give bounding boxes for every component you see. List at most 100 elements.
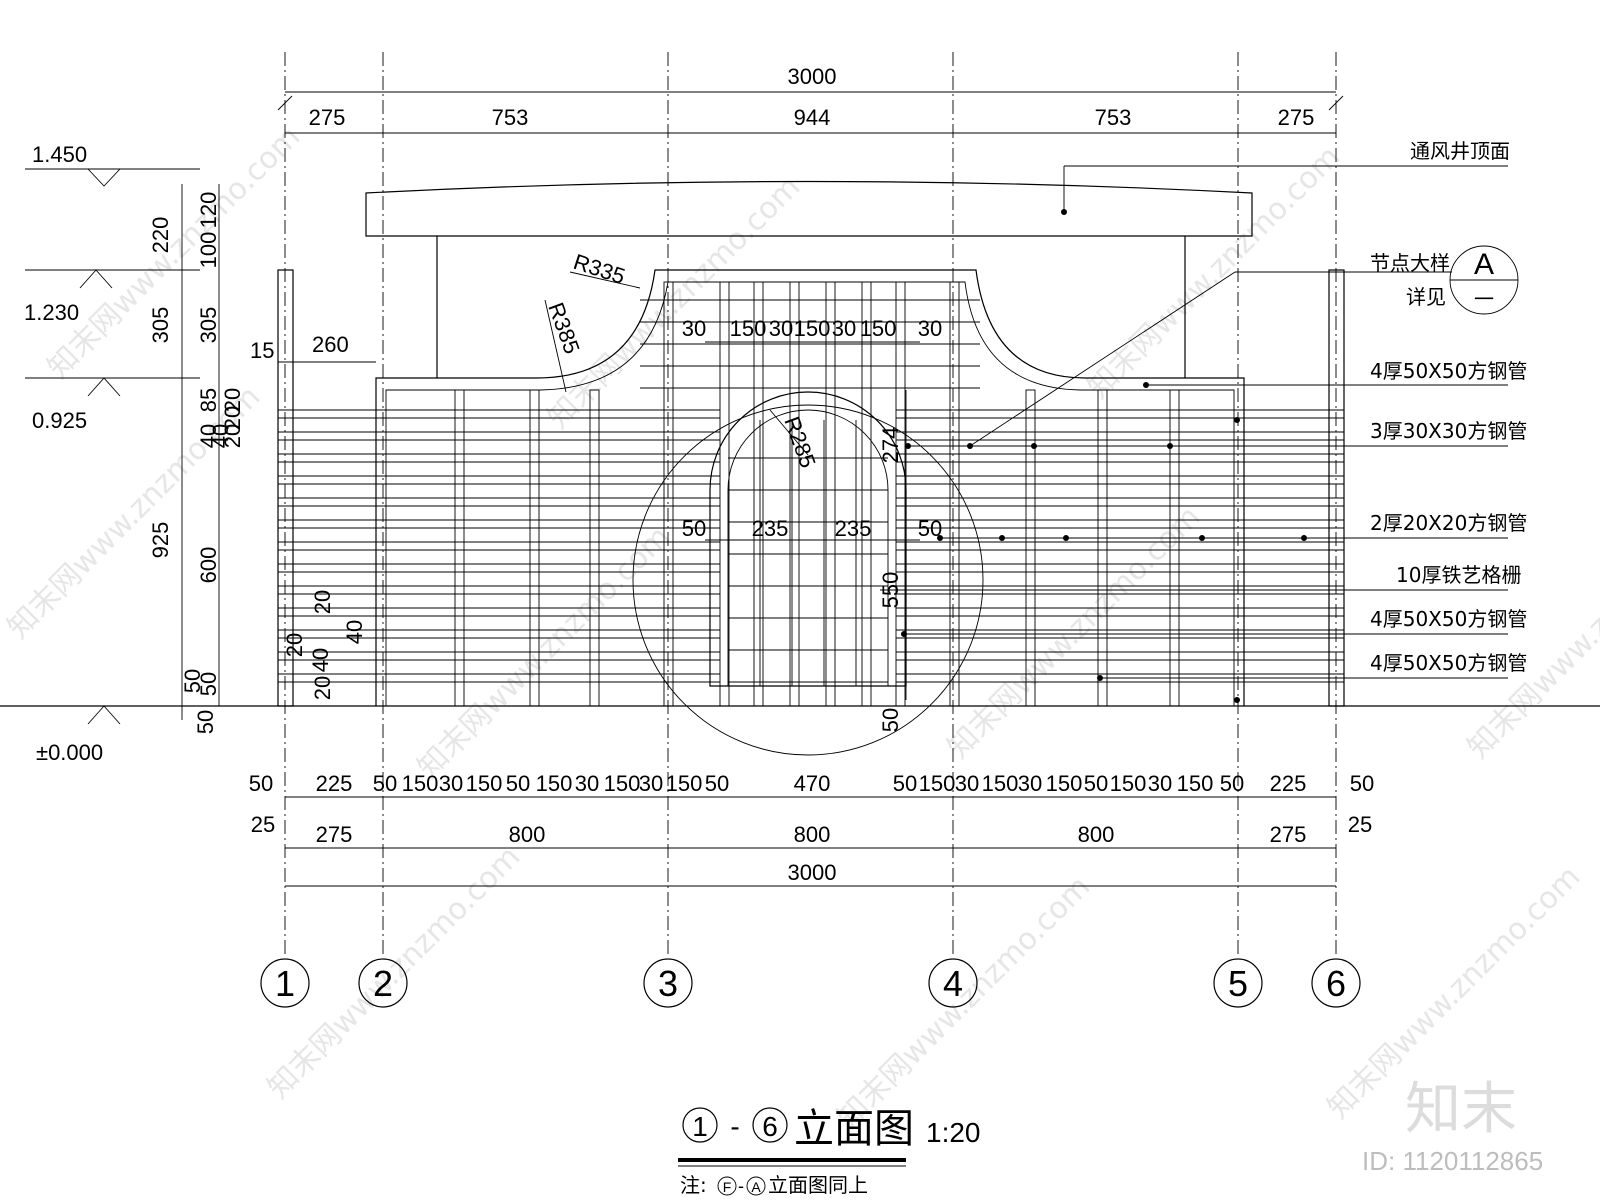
watermark-text: 知末网www.znzmo.com bbox=[411, 519, 677, 785]
bottom-row1-dim: 50 bbox=[893, 771, 917, 796]
note: 注: F - A 立面图同上 bbox=[680, 1173, 868, 1197]
radius-dim: R385 bbox=[543, 299, 584, 357]
top-dim-seg: 753 bbox=[1095, 105, 1132, 130]
left-small-dim: 40 bbox=[308, 648, 333, 672]
bottom-row1-dim: 30 bbox=[639, 771, 663, 796]
axis-label: 6 bbox=[1326, 963, 1346, 1004]
bottom-row1-dim: 50 bbox=[249, 771, 273, 796]
vertical-bar bbox=[949, 281, 960, 707]
top-dim-seg: 275 bbox=[309, 105, 346, 130]
end-post-left bbox=[277, 269, 294, 707]
watermark-text: 知末网www.znzmo.com bbox=[1461, 499, 1600, 765]
axis-label: 1 bbox=[275, 963, 295, 1004]
top-slat-dim: 30 bbox=[769, 316, 793, 341]
left-dimensions: 220 305 925 50 50 120 100 305 85 40 40 2… bbox=[148, 184, 367, 734]
left-dim: 85 bbox=[196, 388, 221, 412]
top-dim-seg: 275 bbox=[1278, 105, 1315, 130]
left-dim: 100 bbox=[196, 232, 221, 269]
callout-top-surface: 通风井顶面 bbox=[1410, 139, 1510, 163]
bottom-row1-dim: 50 bbox=[1084, 771, 1108, 796]
side-width-dim: 260 bbox=[312, 332, 349, 357]
vertical-bar bbox=[589, 389, 600, 707]
horizontal-slats bbox=[278, 299, 1344, 683]
door-grille bbox=[728, 420, 888, 686]
note-prefix: 注: bbox=[680, 1173, 707, 1197]
bottom-row1-dim: 150 bbox=[1110, 771, 1147, 796]
level-markers: 1.450 1.230 0.925 ±0.000 bbox=[24, 142, 200, 765]
brand-logo: 知末 bbox=[1405, 1077, 1517, 1142]
note-dash: - bbox=[738, 1176, 744, 1196]
callouts: 通风井顶面 节点大样 详见 A 一 4厚50X50方钢管 3厚30X30方钢管 … bbox=[880, 139, 1527, 703]
vertical-bar bbox=[1025, 389, 1036, 707]
level-label: 0.925 bbox=[32, 408, 87, 433]
radius-dim: R285 bbox=[779, 413, 820, 471]
bottom-row2-dim: 275 bbox=[1270, 822, 1307, 847]
vertical-bar bbox=[789, 281, 800, 707]
detail-symbol-sheet: 一 bbox=[1474, 287, 1494, 311]
bottom-row1-dim: 150 bbox=[466, 771, 503, 796]
vertical-bar bbox=[861, 281, 872, 707]
top-dim-seg: 753 bbox=[492, 105, 529, 130]
callout-pipe-e: 4厚50X50方钢管 bbox=[1370, 651, 1527, 675]
left-dim: 50 bbox=[180, 669, 205, 693]
bottom-row1-dim: 50 bbox=[506, 771, 530, 796]
axis-label: 2 bbox=[373, 963, 393, 1004]
left-dim: 120 bbox=[196, 192, 221, 229]
bottom-row1-dim: 150 bbox=[919, 771, 956, 796]
door-dim: 235 bbox=[752, 516, 789, 541]
callout-grille: 10厚铁艺格栅 bbox=[1396, 563, 1521, 587]
bottom-overall-dim: 3000 bbox=[788, 860, 837, 885]
vertical-bar bbox=[454, 389, 465, 707]
vertical-bar bbox=[825, 281, 836, 707]
top-dim-seg: 944 bbox=[794, 105, 831, 130]
bottom-row1-dim: 30 bbox=[439, 771, 463, 796]
main-panel-outline bbox=[375, 269, 1245, 706]
bottom-row2-dim: 800 bbox=[509, 822, 546, 847]
level-label: ±0.000 bbox=[36, 740, 103, 765]
bottom-row1-dim: 50 bbox=[1350, 771, 1374, 796]
bottom-row1-dim: 225 bbox=[316, 771, 353, 796]
note-from: F bbox=[723, 1179, 732, 1195]
bottom-row1-dim: 30 bbox=[955, 771, 979, 796]
left-dim: 305 bbox=[148, 307, 173, 344]
bottom-row1-dim: 30 bbox=[575, 771, 599, 796]
bottom-row2-dim: 800 bbox=[794, 822, 831, 847]
bottom-row1-dim: 150 bbox=[604, 771, 641, 796]
axis-label: 3 bbox=[658, 963, 678, 1004]
callout-pipe-c: 2厚20X20方钢管 bbox=[1370, 511, 1527, 535]
detail-symbol-id: A bbox=[1474, 248, 1494, 281]
top-overall-dim: 3000 bbox=[788, 64, 837, 89]
left-small-dim: 20 bbox=[310, 676, 335, 700]
bottom-row1-dim: 50 bbox=[373, 771, 397, 796]
vertical-bar bbox=[719, 281, 730, 707]
axis-bubble bbox=[358, 958, 408, 1008]
watermark-text: 知末网www.znzmo.com bbox=[261, 839, 527, 1105]
axis-label: 4 bbox=[943, 963, 963, 1004]
left-dim: 50 bbox=[193, 710, 218, 734]
left-dim: 20 bbox=[220, 406, 245, 430]
callout-detail-line1: 节点大样 bbox=[1370, 251, 1450, 275]
axis-label: 5 bbox=[1228, 963, 1248, 1004]
title-scale: 1:20 bbox=[926, 1117, 981, 1148]
bottom-row1-dim: 30 bbox=[1018, 771, 1042, 796]
bottom-row1-dim: 150 bbox=[666, 771, 703, 796]
roof-cap bbox=[365, 180, 1253, 237]
axis-bubble bbox=[928, 958, 978, 1008]
watermark-text: 知末网www.znzmo.com bbox=[941, 499, 1207, 765]
top-slat-dim: 30 bbox=[918, 316, 942, 341]
level-label: 1.450 bbox=[32, 142, 87, 167]
axis-bubble bbox=[1213, 958, 1263, 1008]
watermark-text: 知末网www.znzmo.com bbox=[831, 869, 1097, 1135]
bottom-row1-dim: 50 bbox=[705, 771, 729, 796]
callout-pipe-d: 4厚50X50方钢管 bbox=[1370, 607, 1527, 631]
left-dim: 600 bbox=[196, 547, 221, 584]
callout-pipe-a: 4厚50X50方钢管 bbox=[1370, 359, 1527, 383]
top-slat-dim: 150 bbox=[860, 316, 897, 341]
left-dim: 305 bbox=[196, 307, 221, 344]
bottom-row2-dim: 800 bbox=[1078, 822, 1115, 847]
left-small-dim: 20 bbox=[282, 633, 307, 657]
title-axis-from: 1 bbox=[692, 1111, 708, 1142]
moon-circle bbox=[632, 404, 984, 756]
